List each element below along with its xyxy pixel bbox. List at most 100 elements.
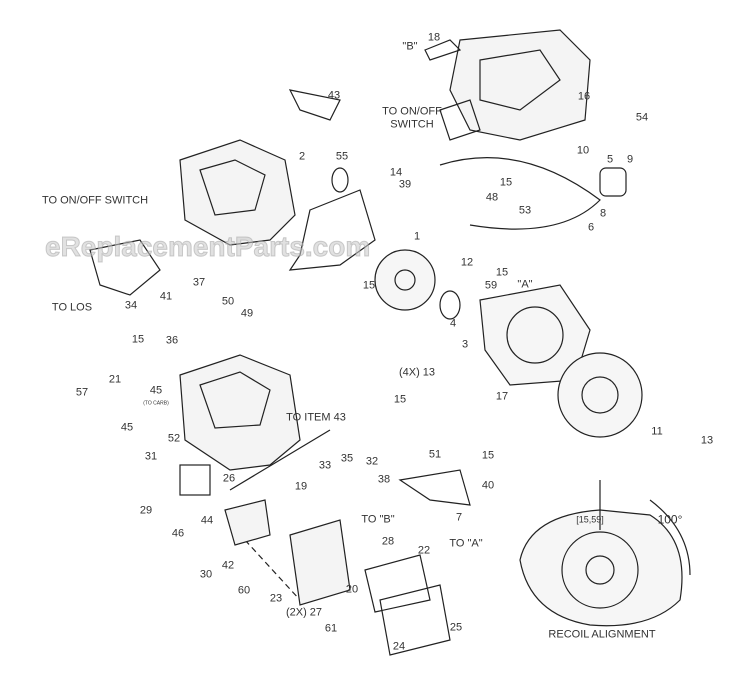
annotation-to-switch-top-2: SWITCH	[390, 118, 434, 131]
part-label: 34	[124, 299, 138, 312]
watermark: eReplacementParts.com	[44, 231, 371, 262]
part-label: 31	[144, 450, 158, 463]
annotation-to-item-43: TO ITEM 43	[286, 411, 346, 424]
annotation-to-switch-top: TO ON/OFF	[382, 105, 442, 118]
part-label: 48	[485, 191, 499, 204]
part-9-filter	[599, 167, 627, 197]
part-label: 10	[576, 144, 590, 157]
part-label: 14	[389, 166, 403, 179]
part-label: 1	[413, 230, 421, 243]
part-label: 26	[222, 472, 236, 485]
part-label: 49	[240, 307, 254, 320]
part-label: 4	[449, 317, 457, 330]
part-label: 30	[199, 568, 213, 581]
part-label: 32	[365, 455, 379, 468]
part-label: 60	[237, 584, 251, 597]
part-label: 55	[335, 150, 349, 163]
part-19-carburetor	[224, 499, 271, 546]
part-label: 24	[392, 640, 406, 653]
part-label: 6	[587, 221, 595, 234]
marker-b: "B"	[402, 40, 418, 53]
part-label: 46	[171, 527, 185, 540]
part-label: 52	[167, 432, 181, 445]
part-7-bracket	[398, 469, 471, 506]
part-label: 15	[362, 279, 376, 292]
annotation-to-los: TO LOS	[51, 301, 93, 314]
part-label: 19	[294, 480, 308, 493]
part-43-bracket	[288, 89, 341, 121]
part-label: 9	[626, 153, 634, 166]
annotation-to-switch-left: TO ON/OFF SWITCH	[41, 194, 149, 207]
part-label: 61	[324, 622, 338, 635]
part-label: 15	[393, 393, 407, 406]
part-label: 22	[417, 544, 431, 557]
engine-block-lower	[179, 354, 301, 471]
part-label: 29	[139, 504, 153, 517]
part-34-ignition-module	[89, 239, 161, 296]
part-label: 43	[327, 89, 341, 102]
recoil-angle: 100°	[657, 512, 683, 527]
part-label: 35	[340, 452, 354, 465]
part-label: 28	[381, 535, 395, 548]
part-33-cable	[229, 429, 331, 491]
part-12-cup	[439, 290, 461, 320]
part-label: 5	[606, 153, 614, 166]
part-label: 3	[461, 338, 469, 351]
annotation-to-carb: (TO CARB)	[143, 400, 169, 407]
part-label: 36	[165, 334, 179, 347]
part-55-gasket	[331, 167, 349, 193]
part-18-bracket	[424, 39, 462, 61]
part-label: 57	[75, 386, 89, 399]
part-label: (4X) 13	[398, 366, 436, 379]
part-label: 8	[599, 207, 607, 220]
part-label: 21	[108, 373, 122, 386]
engine-block-upper	[179, 139, 296, 246]
part-label: 45	[120, 421, 134, 434]
engine-block-top	[439, 29, 591, 141]
part-39-wire	[439, 157, 601, 230]
part-label: 39	[398, 178, 412, 191]
part-label: 54	[635, 111, 649, 124]
part-label: 11	[651, 425, 663, 438]
part-label: 18	[427, 31, 441, 44]
part-label: 41	[159, 290, 173, 303]
part-label: 50	[221, 295, 235, 308]
part-label: 40	[481, 479, 495, 492]
part-label: 15	[481, 449, 495, 462]
annotation-to-b: TO "B"	[361, 513, 395, 526]
part-label: 53	[518, 204, 532, 217]
part-label: 37	[192, 276, 206, 289]
recoil-title: RECOIL ALIGNMENT	[548, 628, 656, 641]
part-label: 12	[460, 256, 474, 269]
part-label: 23	[269, 592, 283, 605]
part-label: 20	[345, 583, 359, 596]
part-label: 33	[318, 459, 332, 472]
part-label: 44	[200, 514, 214, 527]
part-label: 13	[700, 434, 714, 447]
part-label: 16	[577, 90, 591, 103]
part-label: 7	[455, 511, 463, 524]
part-label: 45	[149, 384, 163, 397]
part-23-air-filter-base	[289, 519, 351, 606]
part-label: (2X) 27	[285, 606, 323, 619]
part-46-intake	[179, 464, 211, 496]
recoil-ref: [15,59]	[576, 514, 604, 525]
part-label: 15	[131, 333, 145, 346]
part-24-cover	[379, 584, 451, 656]
marker-a: "A"	[517, 278, 533, 291]
part-label: 51	[428, 448, 442, 461]
annotation-to-a: TO "A"	[449, 537, 483, 550]
part-label: 17	[495, 390, 509, 403]
part-label: 15	[495, 266, 509, 279]
part-label: 38	[377, 473, 391, 486]
part-1-flywheel	[374, 249, 436, 311]
part-label: 2	[298, 150, 306, 163]
part-label: 15	[499, 176, 513, 189]
part-14-shroud	[288, 189, 376, 271]
part-label: 25	[449, 621, 463, 634]
part-11-recoil-starter	[557, 352, 643, 438]
part-label: 42	[221, 559, 235, 572]
recoil-alignment-view	[519, 480, 691, 627]
